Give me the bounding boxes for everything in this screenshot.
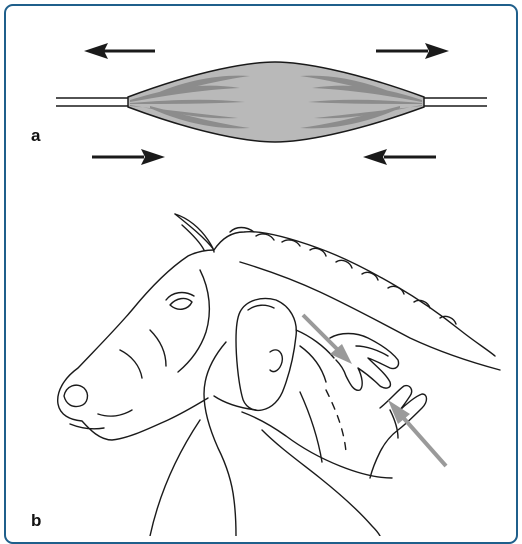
arrow-left-icon <box>363 149 436 165</box>
arrow-right-icon <box>376 43 449 59</box>
gray-arrow-icon <box>303 315 352 364</box>
therapist-body <box>204 342 236 536</box>
horse-eye <box>170 298 192 309</box>
panel-a-diagram <box>56 43 487 165</box>
panel-a-label: a <box>31 126 40 146</box>
horse-nostril <box>64 385 87 406</box>
panel-b-label: b <box>31 511 41 531</box>
horse-mane <box>214 232 495 356</box>
therapist-hand-upper <box>330 334 399 391</box>
horse-neck <box>240 262 500 370</box>
arrow-right-icon <box>92 149 165 165</box>
therapist-head <box>236 299 296 411</box>
gray-arrow-icon <box>388 400 446 466</box>
panel-b-illustration <box>58 214 500 536</box>
arrow-left-icon <box>84 43 155 59</box>
horse-ear <box>175 214 214 252</box>
